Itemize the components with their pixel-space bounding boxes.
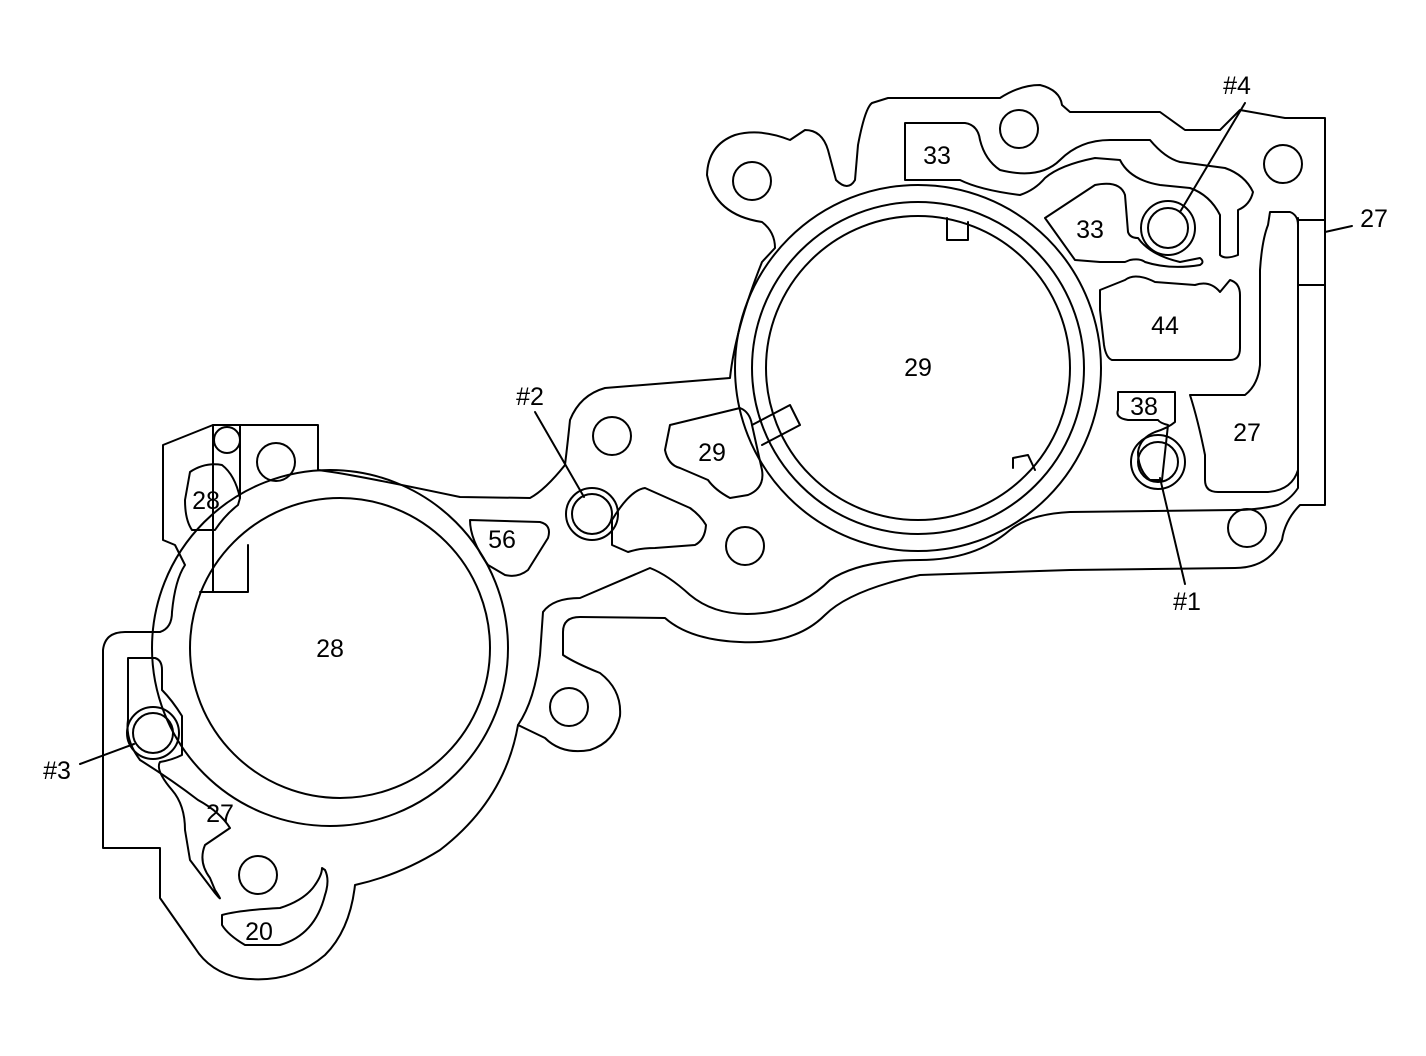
port-label-56: 56 [488,526,516,554]
bolt-hole-small [213,426,241,454]
bore-29-outer-ring [734,184,1102,552]
check-ball-1-seat [1130,434,1186,490]
bolt-hole [238,855,278,895]
port-28-small [184,463,241,531]
callout-1-leader [1159,477,1186,585]
check-ball-4-seat [1140,200,1196,256]
port-38 [1116,391,1176,481]
edge-slot [1297,219,1326,286]
port-label-28-small: 28 [192,487,220,515]
bore-29-mid-ring [751,201,1085,535]
bolt-hole [1263,144,1303,184]
port-33-inner [1044,182,1204,268]
port-label-38: 38 [1130,393,1158,421]
bolt-hole [256,442,296,482]
port-label-29-small: 29 [698,439,726,467]
callout-4-leader [1179,102,1246,213]
port-27-left [126,657,231,900]
bore-29-notch [946,217,969,241]
port-label-27-left: 27 [206,800,234,828]
bore-29 [765,215,1071,521]
check-ball-1-hole [1137,441,1179,483]
port-label-33-top: 33 [923,142,951,170]
callout-4-label: #4 [1223,72,1251,100]
bolt-hole [732,161,772,201]
callout-27-leader [1324,225,1353,233]
callout-2-leader [534,411,585,498]
port-44 [1099,275,1241,361]
port-label-33-inner: 33 [1076,216,1104,244]
bolt-hole [999,109,1039,149]
bolt-hole [549,687,589,727]
port-33-top [904,122,1254,259]
port-56 [469,519,550,577]
port-label-27-right: 27 [1233,419,1261,447]
port-29-feed-slot [751,404,801,446]
port-29-small [664,407,764,499]
check-ball-4-hole [1147,207,1189,249]
bolt-hole [725,526,765,566]
port-label-27-edge: 27 [1360,205,1388,233]
port-27-right [1189,211,1299,493]
port-28-channel [212,424,241,593]
callout-2-label: #2 [516,383,544,411]
gasket-outer-edge [102,84,1326,981]
callout-3-leader [79,743,135,765]
bore-29-lower-notch [1012,454,1036,471]
check-ball-3-hole [132,712,174,754]
bore-28 [189,497,491,799]
check-ball-2-hole [571,493,613,535]
port-label-29-main: 29 [904,354,932,382]
bolt-hole [1227,508,1267,548]
bore-28-outer-ring [151,469,509,827]
port-20 [221,867,329,946]
check-ball-2-seat [565,487,619,541]
bore-28-notch [199,544,249,593]
callout-3-label: #3 [43,757,71,785]
port-label-28-main: 28 [316,635,344,663]
bolt-hole [592,416,632,456]
gasket-inner-edge [517,217,1299,726]
callout-1-label: #1 [1173,588,1201,616]
port-channel-mid [611,487,707,553]
port-label-44: 44 [1151,312,1179,340]
port-label-20: 20 [245,918,273,946]
